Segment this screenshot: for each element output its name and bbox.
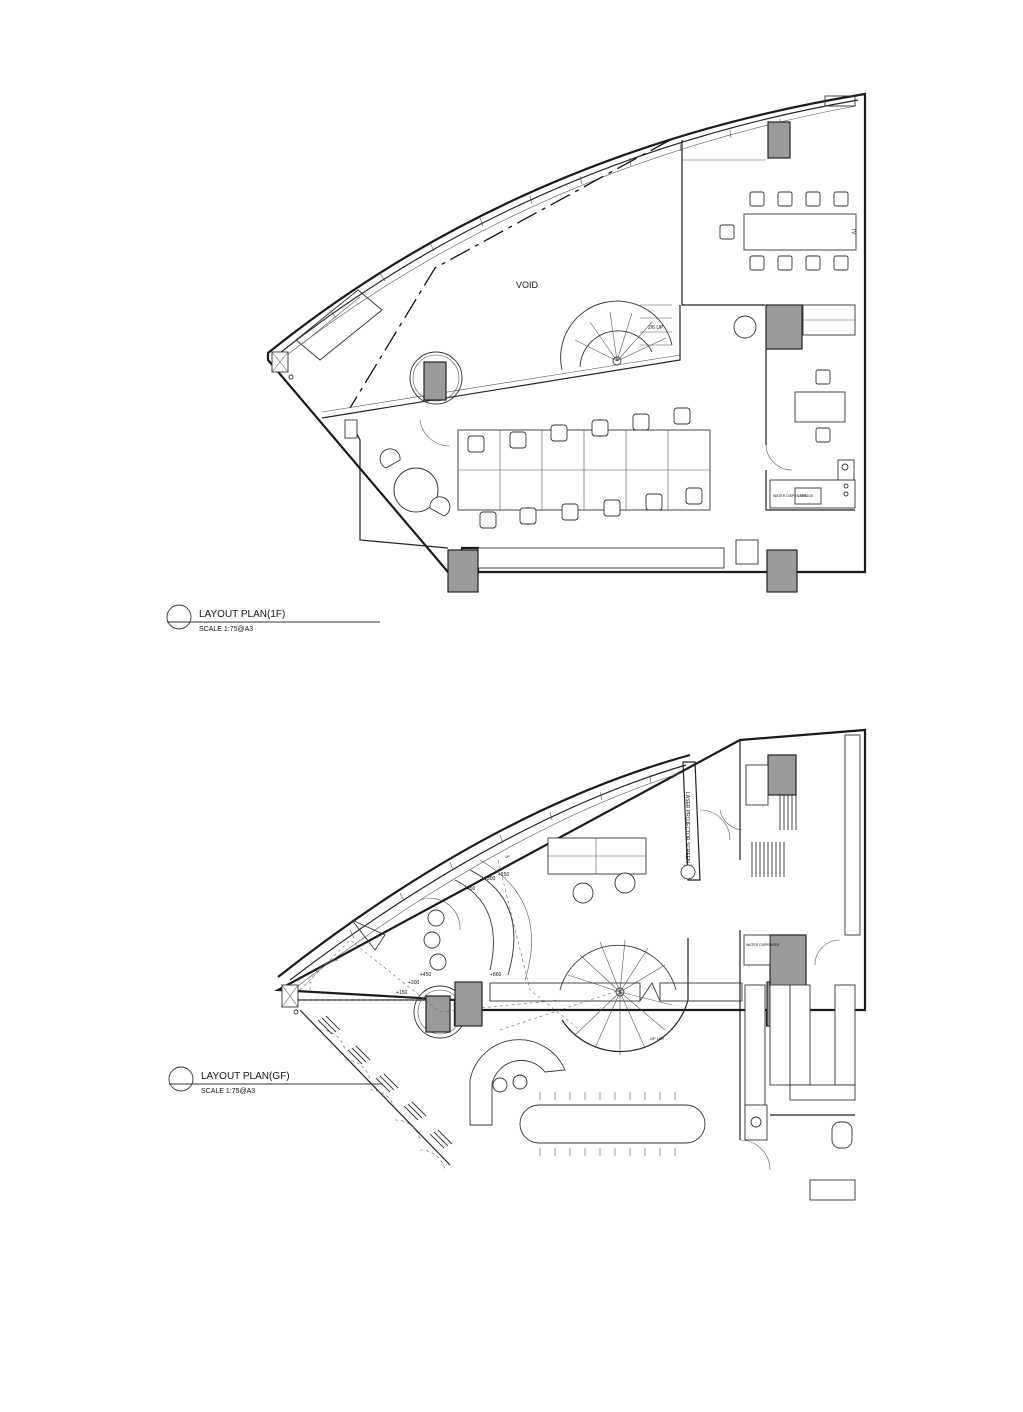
screen-label: LASER PROJECTOR SCREEN [684,792,690,863]
window-mullions-gf [349,774,652,939]
column-1f-mid [765,304,803,350]
spiral-stair-gf [559,938,689,1055]
tv-label: TV [850,228,856,235]
plan-title-1f: LAYOUT PLAN(1F) [199,609,285,620]
void-label: VOID [516,280,539,290]
plan-title-gf: LAYOUT PLAN(GF) [201,1071,290,1082]
plan-scale-gf: SCALE 1:75@A3 [201,1088,255,1095]
level-150-b: +150 [396,990,407,996]
title-block-1f: LAYOUT PLAN(1F) SCALE 1:75@A3 [166,604,380,633]
level-450-b: +450 [420,972,431,978]
up-label-gf: UP [505,855,511,859]
column-1f-top [767,121,791,159]
column-gf-bottom-left [454,981,483,1027]
stair-label-gf: UP 18R [650,1036,664,1041]
column-1f-bottom-left [447,549,479,593]
level-150-a: +150 [498,872,509,878]
title-block-gf: LAYOUT PLAN(GF) SCALE 1:75@A3 [168,1066,383,1095]
window-mullions-1f [329,118,782,319]
spiral-stair-1f [560,300,673,371]
hanger-rack [751,795,797,877]
level-300-a: +300 [484,876,495,882]
reception-counter [469,1039,566,1126]
fridge-label: FRIDGE [800,494,814,498]
dining-table [519,1104,706,1144]
tiered-seating [454,879,494,971]
water-dispenser-label-gf: WATER DISPENSER [746,943,780,947]
column-1f-bottom-right [766,549,798,593]
stair-label-1f: 2/6 UP [648,325,664,331]
column-gf-round [425,995,451,1033]
column-gf-top-right [767,754,797,796]
void-boundary [349,139,671,409]
level-300-b: +300 [408,980,419,986]
plan-gf: +450 +300 +150 +450 +300 +150 +860 UP LA… [274,728,867,1201]
level-860: +860 [490,972,501,978]
level-450-a: +450 [464,886,475,892]
plan-scale-1f: SCALE 1:75@A3 [199,626,253,633]
column-1f-round [423,361,447,401]
plan-1f: 2/6 UP VOID TV [266,92,867,593]
water-dispenser-label-1f: WATER DISPENSER [773,494,807,498]
meeting-chairs [719,191,849,271]
workstation-chairs [467,407,703,529]
meeting-table [743,213,857,251]
